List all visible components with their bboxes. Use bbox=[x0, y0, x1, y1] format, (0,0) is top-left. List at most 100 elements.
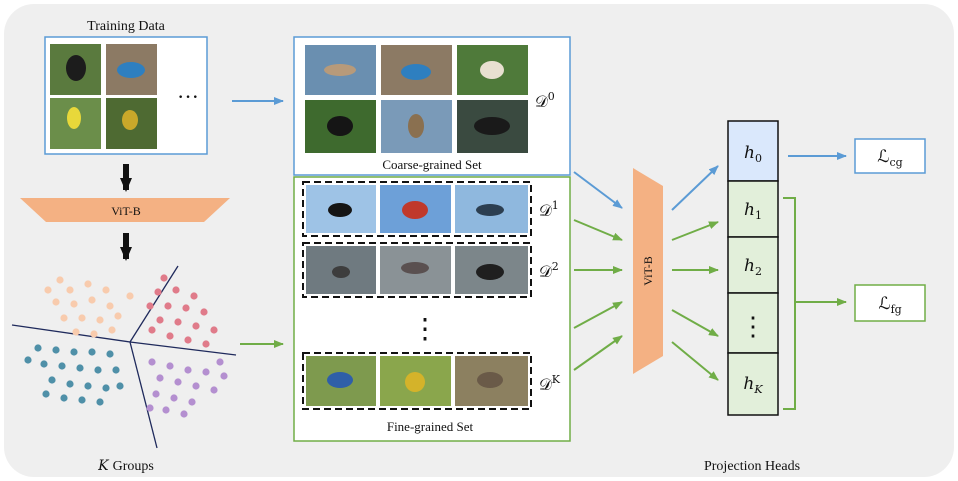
cluster-dot bbox=[42, 390, 50, 398]
head-h1 bbox=[727, 180, 779, 238]
head-h1-label: h1 bbox=[744, 200, 762, 222]
bird-silhouette bbox=[402, 201, 428, 219]
head-subscript: 1 bbox=[755, 209, 762, 222]
bird-silhouette bbox=[401, 64, 431, 80]
cluster-dot bbox=[72, 328, 80, 336]
loss-symbol: ℒ bbox=[877, 147, 889, 167]
cluster-dot bbox=[116, 382, 124, 390]
head-symbol: h bbox=[744, 256, 755, 276]
k-variable: K bbox=[97, 458, 110, 474]
arrow-fine-to-vit bbox=[573, 301, 623, 329]
cluster-dot bbox=[102, 384, 110, 392]
groups-text: Groups bbox=[113, 459, 154, 474]
dataset-d2-label: 𝒟2 bbox=[539, 260, 559, 281]
cluster-dot bbox=[88, 296, 96, 304]
cluster-plot bbox=[11, 265, 237, 449]
loss-fg-label: ℒfg bbox=[878, 294, 901, 316]
cluster-dot bbox=[84, 280, 92, 288]
loss-subscript: fg bbox=[891, 303, 902, 316]
head-h0-label: h0 bbox=[744, 143, 762, 165]
cluster-dot bbox=[96, 316, 104, 324]
head-subscript: K bbox=[753, 383, 763, 396]
cluster-dot bbox=[200, 308, 208, 316]
cluster-dot bbox=[146, 302, 154, 310]
cluster-dot bbox=[146, 404, 154, 412]
cluster-dot bbox=[78, 314, 86, 322]
cluster-dot bbox=[152, 390, 160, 398]
cluster-dot bbox=[210, 326, 218, 334]
arrow-fine-to-vit bbox=[573, 335, 623, 371]
training-data-images bbox=[50, 44, 157, 149]
loss-subscript: cg bbox=[890, 156, 903, 169]
cluster-dot bbox=[66, 380, 74, 388]
cluster-boundary bbox=[129, 265, 179, 343]
dataset-symbol: 𝒟 bbox=[539, 201, 552, 220]
fine-set-ellipsis: ⋮ bbox=[411, 312, 439, 345]
cluster-dot bbox=[210, 386, 218, 394]
cluster-dot bbox=[190, 292, 198, 300]
bird-silhouette bbox=[401, 262, 429, 274]
cluster-dot bbox=[56, 276, 64, 284]
head-symbol: h bbox=[743, 374, 754, 394]
bird-silhouette bbox=[328, 203, 352, 217]
arrow-fine-to-vit bbox=[573, 219, 623, 241]
bird-silhouette bbox=[480, 61, 504, 79]
cluster-dot bbox=[114, 312, 122, 320]
fine-row-2-frame bbox=[302, 242, 532, 298]
head-h2-label: h2 bbox=[744, 256, 762, 278]
cluster-dot bbox=[148, 326, 156, 334]
dataset-superscript: K bbox=[552, 373, 561, 386]
bird-silhouette bbox=[332, 266, 350, 278]
head-hk-label: hK bbox=[743, 374, 763, 396]
bird-silhouette bbox=[67, 107, 81, 129]
cluster-dot bbox=[184, 336, 192, 344]
cluster-dot bbox=[60, 394, 68, 402]
cluster-dot bbox=[96, 398, 104, 406]
cluster-dot bbox=[202, 340, 210, 348]
cluster-dot bbox=[192, 322, 200, 330]
dataset-symbol: 𝒟 bbox=[539, 375, 552, 394]
bird-silhouette bbox=[408, 114, 424, 138]
head-subscript: 2 bbox=[755, 265, 762, 278]
bird-silhouette bbox=[476, 264, 504, 280]
loss-symbol: ℒ bbox=[878, 294, 890, 314]
training-data-ellipsis: ··· bbox=[177, 84, 199, 109]
cluster-dot bbox=[66, 286, 74, 294]
fine-row-1-frame bbox=[302, 181, 532, 237]
cluster-dot bbox=[162, 406, 170, 414]
cluster-dot bbox=[182, 304, 190, 312]
cluster-boundary bbox=[129, 341, 237, 356]
cluster-dot bbox=[102, 286, 110, 294]
vit-b-center-label: ViT-B bbox=[641, 256, 655, 286]
bird-silhouette bbox=[405, 372, 425, 392]
bird-silhouette bbox=[324, 64, 356, 76]
cluster-dot bbox=[40, 360, 48, 368]
cluster-dot bbox=[90, 330, 98, 338]
bird-silhouette bbox=[66, 55, 86, 81]
cluster-dot bbox=[156, 316, 164, 324]
fine-heads-bracket bbox=[783, 197, 796, 410]
head-vertical-ellipsis: ⋮ bbox=[740, 312, 766, 342]
loss-fg-box bbox=[854, 284, 926, 322]
cluster-dot bbox=[88, 348, 96, 356]
bird-silhouette bbox=[476, 204, 504, 216]
arrow-vit-to-head bbox=[671, 221, 719, 241]
arrow-vit-to-head bbox=[671, 309, 719, 337]
cluster-dot bbox=[126, 292, 134, 300]
vit-b-left-label: ViT-B bbox=[111, 204, 141, 218]
cluster-dot bbox=[174, 378, 182, 386]
arrow-vit-to-head bbox=[671, 341, 719, 381]
head-symbol: h bbox=[744, 143, 755, 163]
head-subscript: 0 bbox=[755, 152, 762, 165]
cluster-dot bbox=[180, 410, 188, 418]
dataset-superscript: 2 bbox=[552, 260, 559, 273]
cluster-dot bbox=[160, 274, 168, 282]
cluster-dot bbox=[84, 382, 92, 390]
head-h0 bbox=[727, 120, 779, 182]
dataset-superscript: 1 bbox=[552, 199, 559, 212]
cluster-dot bbox=[156, 374, 164, 382]
cluster-dot bbox=[52, 298, 60, 306]
vit-b-left-encoder bbox=[20, 198, 230, 222]
cluster-dot bbox=[216, 358, 224, 366]
cluster-dot bbox=[94, 366, 102, 374]
